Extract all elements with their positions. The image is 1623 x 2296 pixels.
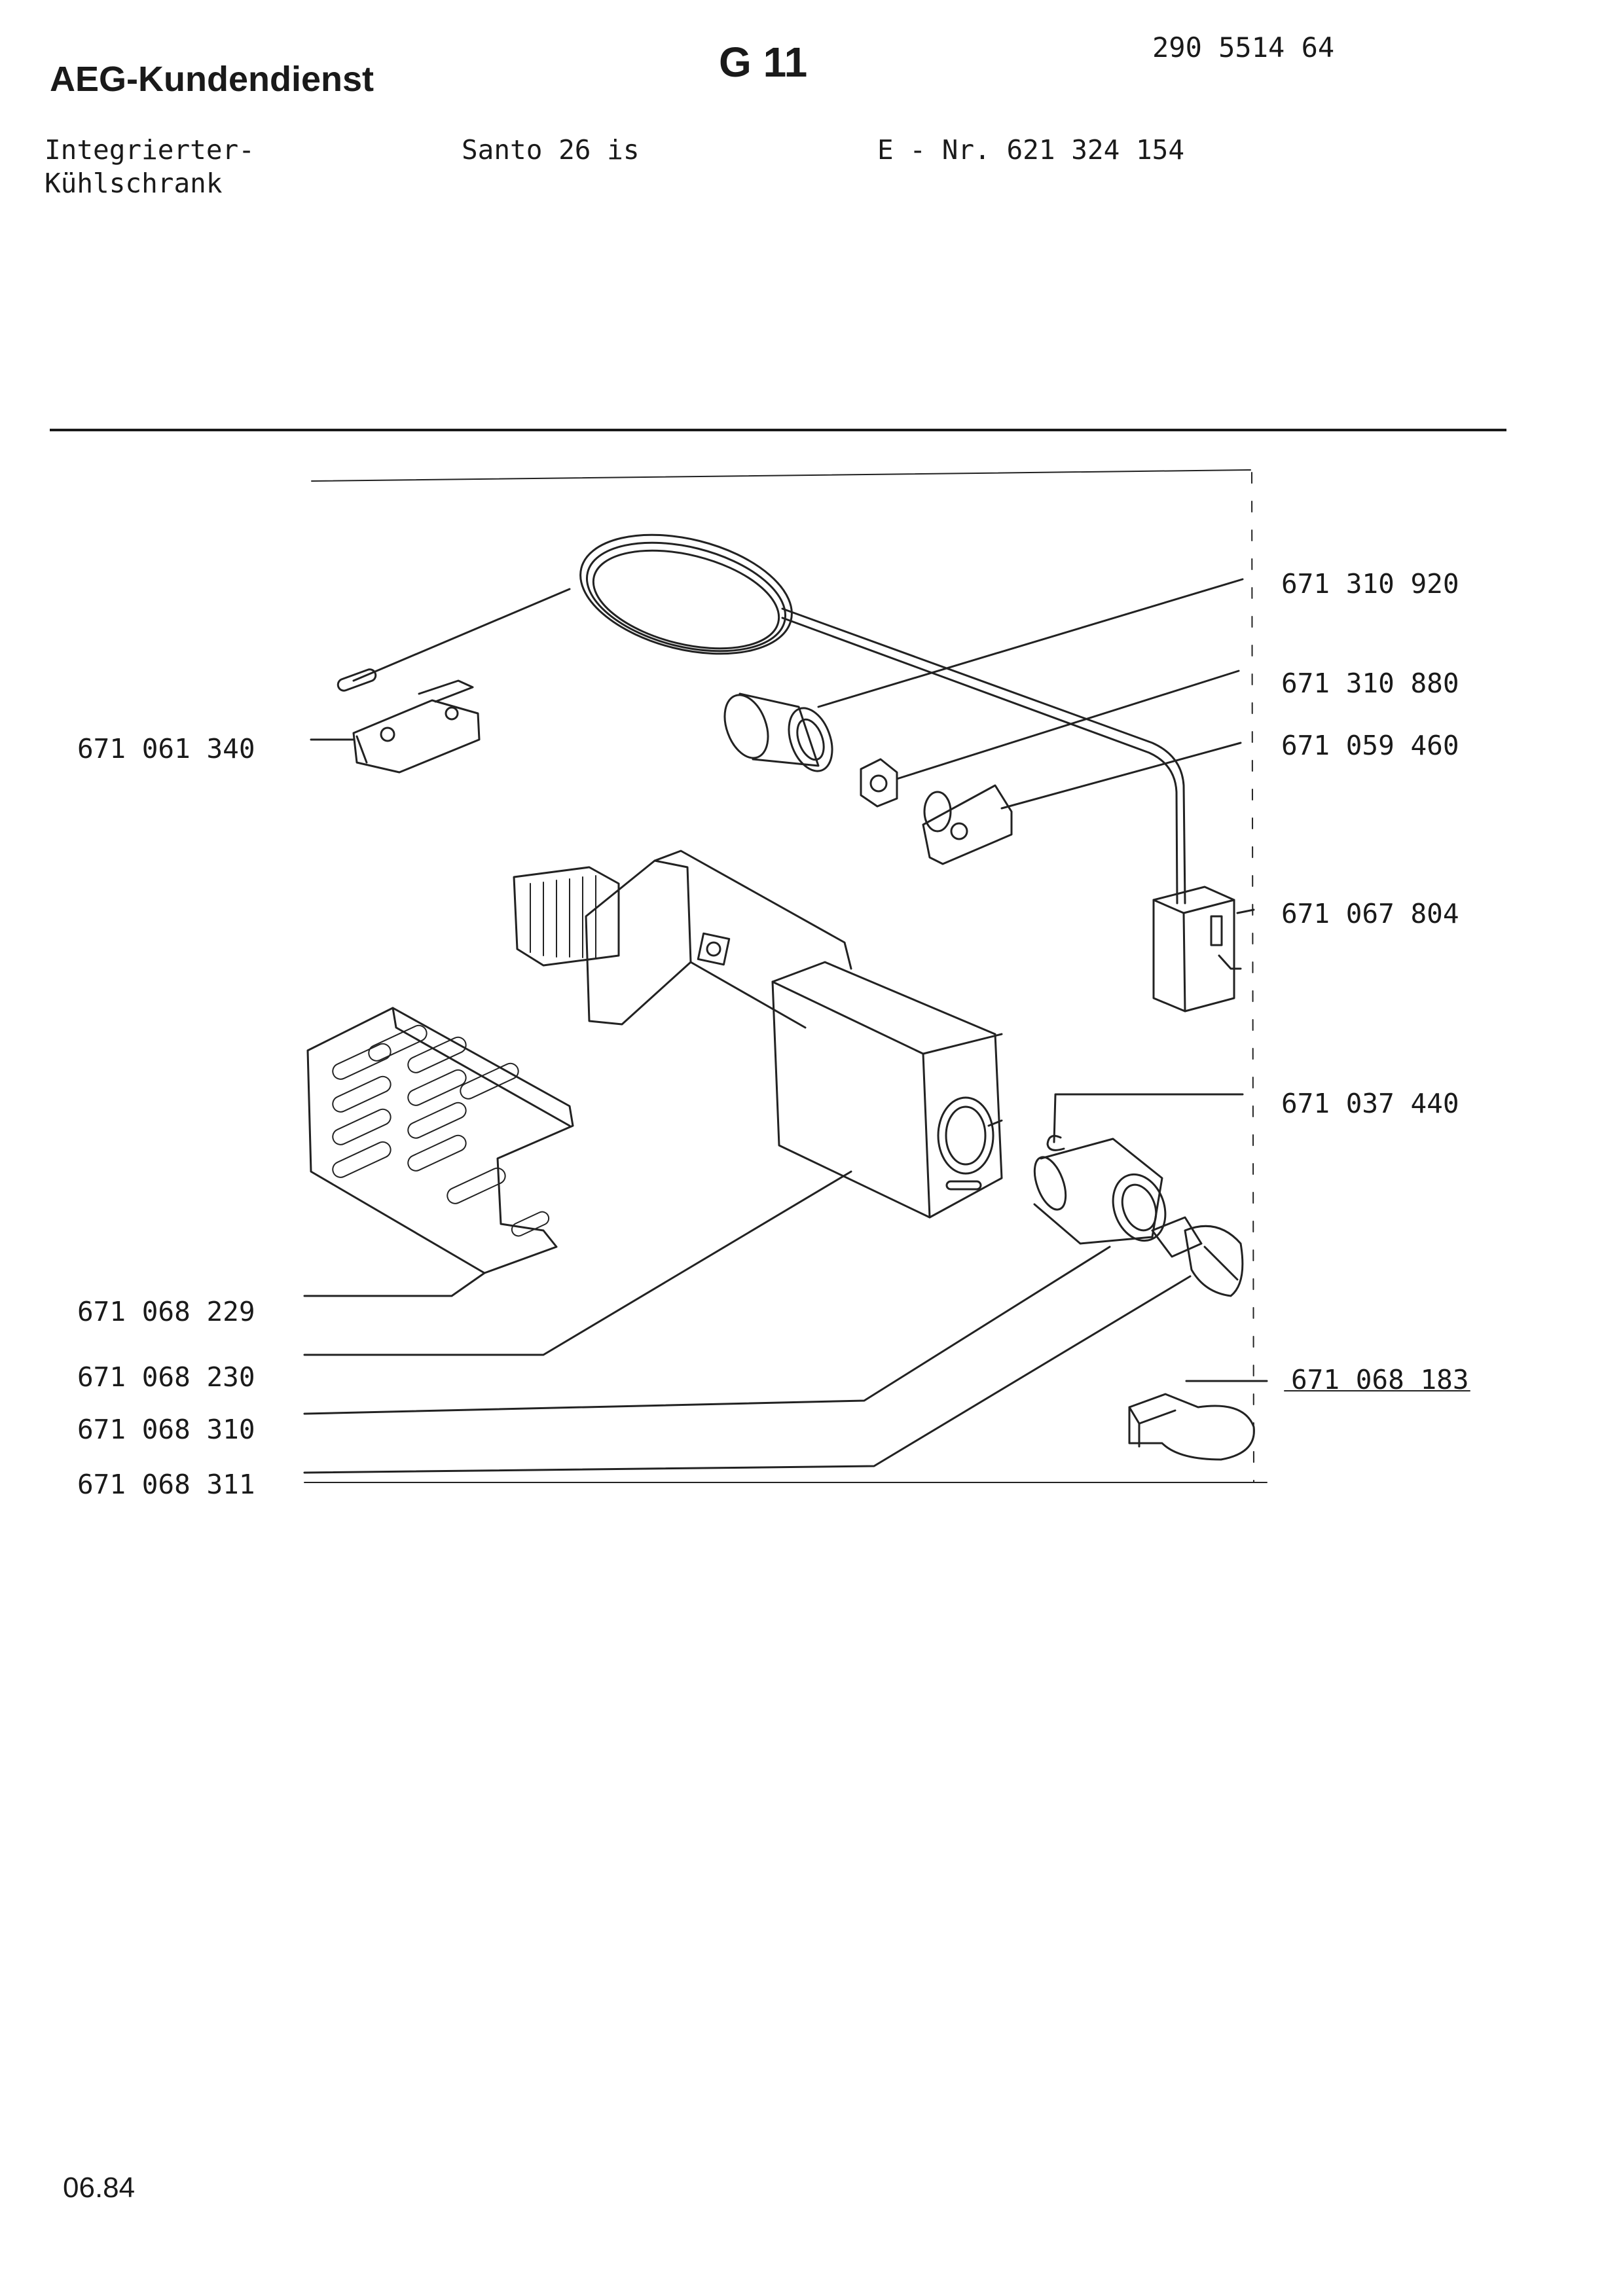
cover-grid xyxy=(303,1007,574,1297)
part-label: 671 068 229 xyxy=(77,1296,255,1327)
sheet-code: G 11 xyxy=(719,39,808,86)
header-divider xyxy=(50,429,1506,431)
part-label: 671 310 880 xyxy=(1281,668,1459,699)
part-label: 671 061 340 xyxy=(77,733,255,764)
capillary-clip xyxy=(310,679,481,774)
part-label: 671 067 804 xyxy=(1281,898,1459,929)
part-label: 671 310 920 xyxy=(1281,568,1459,600)
capillary-coil xyxy=(337,533,1186,905)
screw-part xyxy=(860,670,1240,808)
model-name: Santo 26 is xyxy=(462,134,640,166)
spring-clip xyxy=(1046,1093,1244,1151)
part-label: 671 068 310 xyxy=(77,1414,255,1445)
e-number: E - Nr. 621 324 154 xyxy=(877,134,1184,166)
thermostat-housing xyxy=(303,850,1003,1356)
product-type-line1: Integrierter- xyxy=(45,134,255,166)
control-knob xyxy=(303,1216,1244,1474)
issue-date: 06.84 xyxy=(63,2172,136,2204)
knob-bush xyxy=(303,1138,1167,1415)
bracket-part xyxy=(922,742,1242,865)
brand-title: AEG-Kundendienst xyxy=(50,60,374,99)
part-label: 671 068 230 xyxy=(77,1361,255,1393)
sleeve-part xyxy=(723,578,1244,772)
part-label: 671 059 460 xyxy=(1281,730,1459,761)
thermostat-block xyxy=(1152,886,1255,1013)
document-number: 290 5514 64 xyxy=(1152,31,1335,63)
product-type-line2: Kühlschrank xyxy=(45,168,223,199)
part-label: 671 068 311 xyxy=(77,1469,255,1500)
knob-insert xyxy=(1128,1380,1470,1461)
part-label: 671 037 440 xyxy=(1281,1088,1459,1119)
